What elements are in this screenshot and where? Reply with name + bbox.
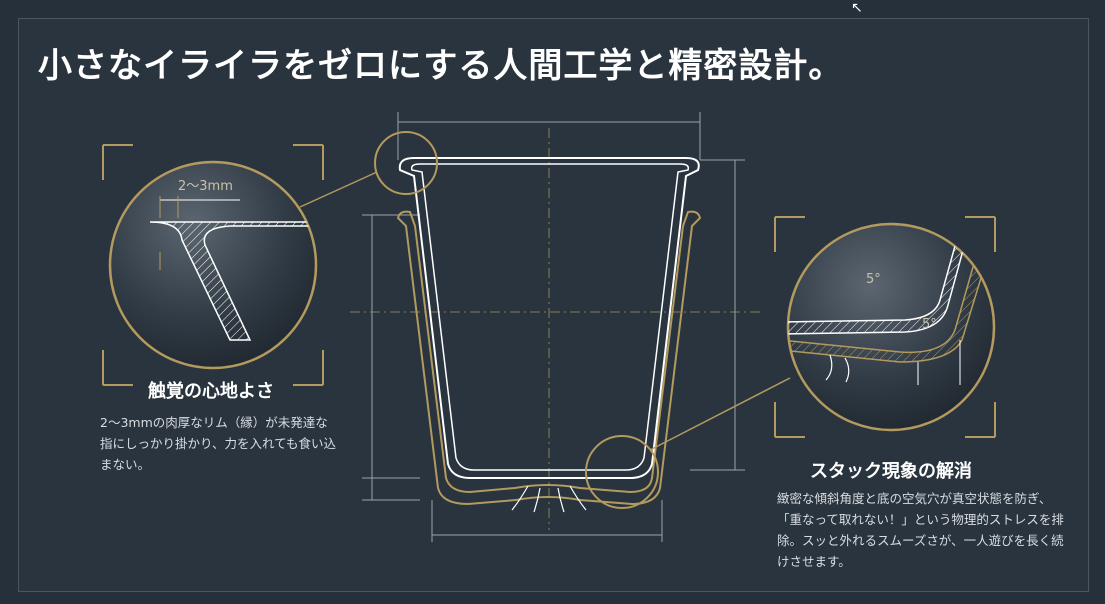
lower-cup-outline <box>396 210 702 506</box>
page-title: 小さなイライラをゼロにする人間工学と精密設計。 <box>38 46 844 86</box>
mouse-cursor-icon: ↖ <box>851 0 863 16</box>
left-callout-heading: 触覚の心地よさ <box>148 381 274 402</box>
right-zoom-view: 5° 5° <box>774 216 996 438</box>
upper-cup-outline <box>398 157 700 479</box>
center-axes <box>350 128 760 530</box>
left-callout-body: 2〜3mmの肉厚なリム（縁）が未発達な指にしっかり掛かり、力を入れても食い込まな… <box>100 415 337 472</box>
angle-label-1: 5° <box>866 272 881 287</box>
upper-cup-inner <box>410 163 690 471</box>
right-callout-body: 緻密な傾斜角度と底の空気穴が真空状態を防ぎ、「重なって取れない！」という物理的ス… <box>777 491 1064 569</box>
rim-dimension-label: 2〜3mm <box>178 179 233 194</box>
base-marker-circle <box>585 435 659 509</box>
right-leader-line <box>649 377 791 451</box>
airflow-arrows <box>511 485 587 513</box>
left-leader-line <box>299 171 378 208</box>
left-zoom-view: 2〜3mm <box>102 144 324 386</box>
angle-label-2: 5° <box>922 317 937 332</box>
rim-marker-circle <box>374 131 438 195</box>
right-callout-heading: スタック現象の解消 <box>810 461 972 482</box>
